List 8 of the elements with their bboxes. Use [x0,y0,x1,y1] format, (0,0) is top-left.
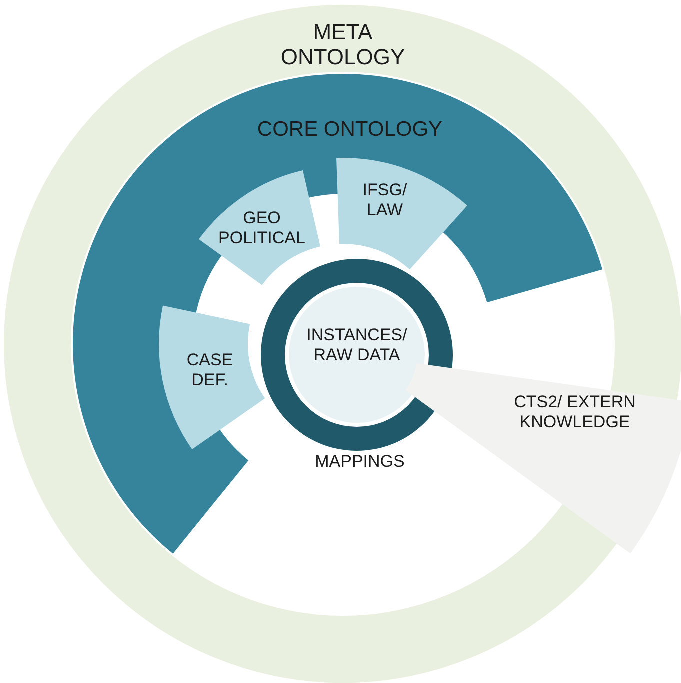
node-label: INSTANCES/ RAW DATA [306,325,408,365]
node-label: CORE ONTOLOGY [256,118,444,142]
node-label: CASE DEF. [186,350,234,390]
node-label: GEO POLITICAL [218,208,306,248]
node-label: MAPPINGS [314,452,406,472]
node-label: META ONTOLOGY [280,20,406,70]
node-label: IFSG/ LAW [362,180,408,220]
node-label: CTS2/ EXTERN KNOWLEDGE [513,392,637,432]
